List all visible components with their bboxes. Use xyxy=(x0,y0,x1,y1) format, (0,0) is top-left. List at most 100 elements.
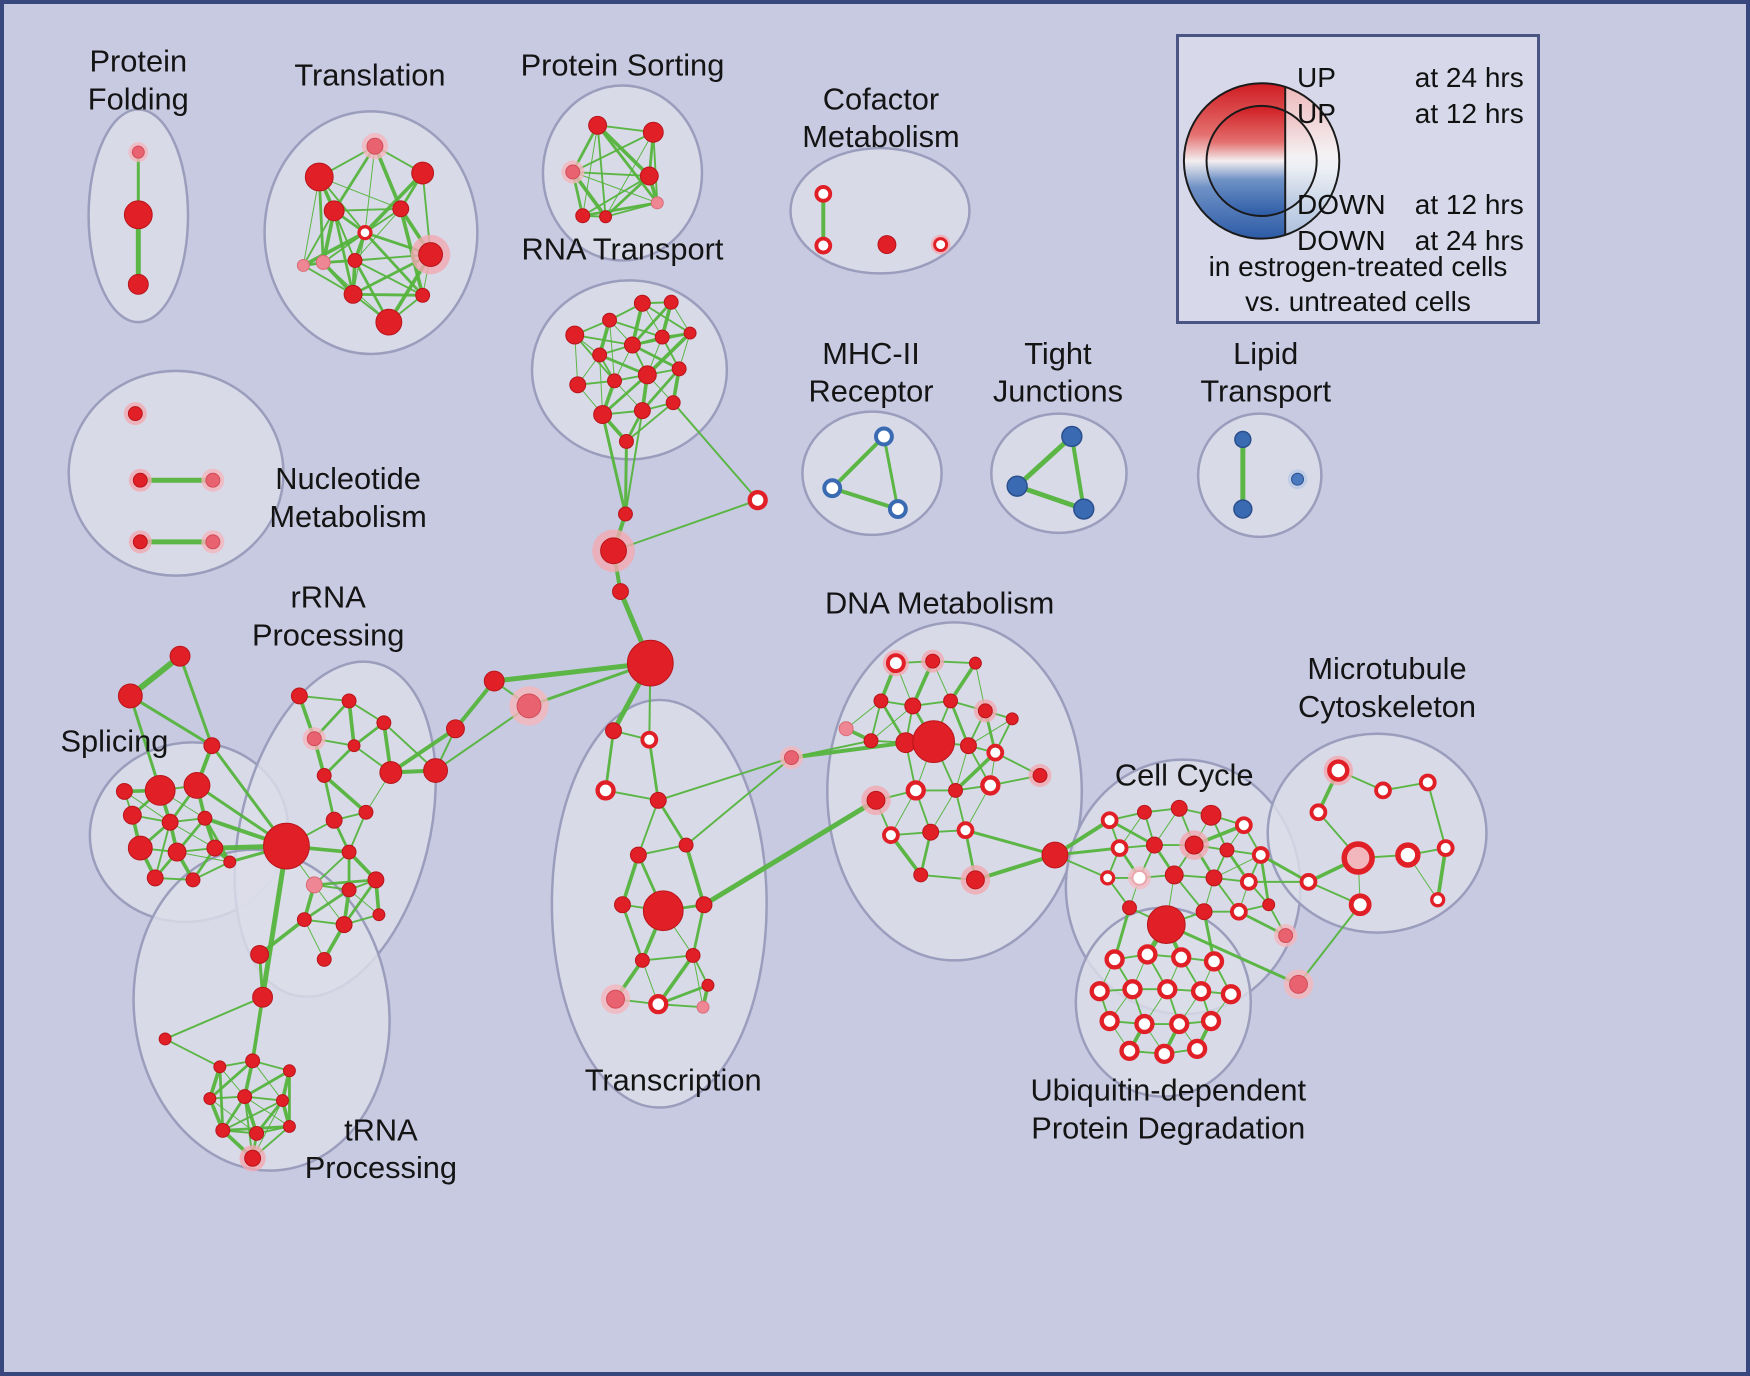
cluster-ellipse-mt xyxy=(1266,732,1488,934)
network-edge xyxy=(302,209,336,267)
network-node xyxy=(642,890,684,932)
network-node xyxy=(1436,839,1455,857)
cluster-label-tr: Translation xyxy=(294,58,445,93)
network-node xyxy=(922,823,940,841)
network-node xyxy=(1134,1013,1155,1035)
network-node xyxy=(282,1119,296,1133)
network-node xyxy=(874,426,894,447)
network-node xyxy=(822,478,843,499)
network-edge xyxy=(354,259,424,297)
network-edge xyxy=(637,799,660,856)
network-edge xyxy=(260,843,289,1000)
network-edge xyxy=(582,124,599,217)
network-node xyxy=(1100,870,1116,886)
network-edge xyxy=(596,124,607,218)
network-node xyxy=(701,978,715,992)
network-edge xyxy=(491,660,653,684)
network-node xyxy=(873,693,889,709)
network-node xyxy=(1220,984,1242,1005)
network-edge xyxy=(322,773,368,815)
network-node xyxy=(1032,768,1048,783)
network-node xyxy=(244,1149,262,1167)
network-node xyxy=(1251,846,1270,864)
network-edge xyxy=(244,1096,290,1127)
network-edge xyxy=(312,878,378,887)
network-node xyxy=(905,780,926,801)
network-edge xyxy=(1069,434,1086,512)
network-node xyxy=(599,210,613,224)
network-edge xyxy=(870,705,914,742)
cluster-label-rt: RNA Transport xyxy=(521,232,723,267)
network-edge xyxy=(221,1099,284,1132)
network-node xyxy=(814,236,833,255)
network-edge xyxy=(623,439,628,516)
network-edge xyxy=(685,756,793,847)
network-node xyxy=(1374,781,1392,800)
network-node xyxy=(341,693,357,709)
network-node xyxy=(956,821,975,840)
network-node xyxy=(650,196,664,210)
network-node xyxy=(122,805,142,825)
network-node xyxy=(1171,947,1192,968)
network-node xyxy=(205,534,221,550)
network-node xyxy=(132,472,148,488)
network-node xyxy=(1137,944,1158,965)
network-edge xyxy=(595,123,652,178)
network-edge xyxy=(581,175,651,217)
network-edge xyxy=(178,654,214,748)
network-node xyxy=(1169,1013,1190,1035)
network-node xyxy=(784,750,799,766)
legend-row-up-12: UP at 12 hrs xyxy=(1297,98,1524,130)
network-node xyxy=(629,846,647,864)
network-node xyxy=(117,683,143,709)
network-node xyxy=(237,1089,253,1105)
network-node xyxy=(838,721,854,737)
network-edge xyxy=(581,201,659,218)
network-node xyxy=(290,687,308,705)
network-node xyxy=(1061,425,1083,448)
network-node xyxy=(379,761,403,784)
legend-time: at 12 hrs xyxy=(1414,98,1524,129)
network-node xyxy=(1100,811,1119,830)
network-node xyxy=(685,947,701,963)
network-node xyxy=(1200,804,1222,826)
network-edge xyxy=(948,661,978,703)
network-edge xyxy=(364,145,376,234)
network-edge xyxy=(604,201,659,218)
network-node xyxy=(1131,869,1148,886)
network-node xyxy=(1348,893,1372,917)
network-node xyxy=(282,1064,296,1078)
network-edge xyxy=(302,264,354,296)
network-edge xyxy=(333,207,402,212)
network-node xyxy=(683,326,697,340)
network-node xyxy=(595,780,616,801)
legend-direction: DOWN xyxy=(1297,189,1386,220)
network-node xyxy=(642,121,664,143)
network-edge xyxy=(601,413,627,516)
network-edge xyxy=(657,756,793,802)
cluster-ellipse-nm xyxy=(67,369,285,577)
network-node xyxy=(863,733,879,749)
cluster-label-dm: DNA Metabolism xyxy=(825,585,1054,620)
network-edge xyxy=(656,798,688,847)
network-node xyxy=(882,826,900,845)
network-node xyxy=(887,499,908,519)
network-node xyxy=(213,1060,227,1074)
network-node xyxy=(1262,898,1276,912)
network-node xyxy=(593,405,613,425)
network-edge xyxy=(640,367,681,413)
network-node xyxy=(814,185,833,203)
network-node xyxy=(696,1000,710,1014)
network-node xyxy=(633,402,651,420)
network-edge xyxy=(1014,433,1075,489)
network-node xyxy=(335,916,353,934)
network-node xyxy=(263,822,310,870)
network-edge xyxy=(789,740,908,760)
network-node xyxy=(575,208,591,224)
network-edge xyxy=(625,401,675,443)
network-node xyxy=(1119,1040,1140,1062)
network-node xyxy=(634,952,650,968)
